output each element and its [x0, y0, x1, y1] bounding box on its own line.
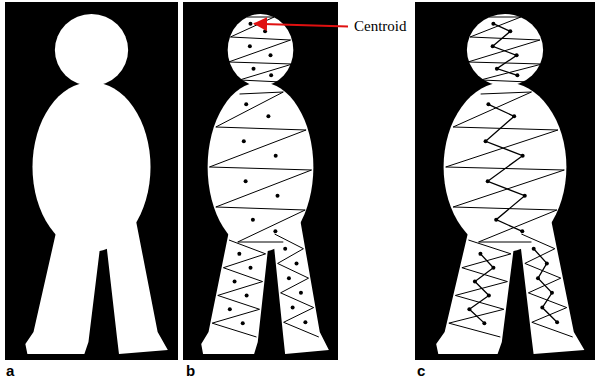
leader-arrow	[254, 24, 348, 27]
triangulation-line	[275, 234, 319, 337]
centroid-dot	[287, 276, 291, 280]
centroid-dot	[555, 320, 559, 324]
centroid-dot	[274, 154, 278, 158]
centroid-dot	[228, 307, 232, 311]
centroid-dot	[484, 139, 488, 143]
centroid-dot	[244, 179, 248, 183]
centroid-link	[493, 24, 518, 76]
centroid-dot	[249, 266, 253, 270]
triangulation-line	[468, 17, 542, 82]
centroid-dot	[520, 229, 524, 233]
silhouette-panel	[5, 2, 178, 360]
centroid-dot	[299, 291, 303, 295]
triangulation-line	[521, 234, 572, 337]
centroid-dot	[244, 102, 248, 106]
centroid-dot	[486, 102, 490, 106]
triangulation-line	[212, 240, 265, 337]
centroid-dot	[491, 44, 495, 48]
centroid-dot	[532, 247, 536, 251]
centroid-dot	[251, 218, 255, 222]
silhouette-panel	[415, 2, 595, 360]
centroid-dot	[291, 306, 295, 310]
centroid-dot	[237, 252, 241, 256]
human-silhouette	[25, 14, 167, 354]
panel-background	[5, 2, 178, 360]
centroid-dot	[266, 114, 270, 118]
centroid-dot	[248, 44, 252, 48]
human-silhouette	[201, 14, 329, 354]
centroid-dot	[491, 22, 495, 26]
centroid-dot	[508, 29, 512, 33]
triangulation-line	[446, 92, 565, 242]
head-shape	[55, 14, 128, 86]
centroid-dot	[486, 179, 490, 183]
centroid-dot	[515, 53, 519, 57]
centroid-dot	[545, 261, 549, 265]
centroid-dot	[515, 73, 519, 77]
centroid-dot	[540, 306, 544, 310]
centroid-link	[469, 254, 493, 323]
callout-label: Centroid	[352, 18, 409, 35]
silhouette-panel	[183, 2, 338, 360]
triangulation-line	[229, 17, 293, 82]
centroid-dot	[252, 67, 256, 71]
human-silhouette	[436, 14, 584, 354]
leg-shape	[436, 224, 515, 354]
centroid-dot	[482, 321, 486, 325]
leg-shape	[272, 217, 329, 354]
leg-shape	[201, 224, 269, 354]
panel-letter: c	[417, 363, 425, 378]
centroid-dot	[550, 291, 554, 295]
centroid-dot	[523, 194, 527, 198]
centroid-dot	[242, 139, 246, 143]
triangulation-line	[449, 240, 511, 337]
centroid-dot	[303, 320, 307, 324]
centroid-dot	[494, 218, 498, 222]
head-shape	[467, 14, 543, 86]
centroid-dot	[241, 321, 245, 325]
centroid-dot	[248, 22, 252, 26]
centroid-dot	[245, 293, 249, 297]
centroid-link	[486, 104, 525, 231]
centroid-dot	[269, 53, 273, 57]
centroid-dot	[491, 266, 495, 270]
centroid-link	[534, 249, 557, 323]
centroid-dot	[495, 67, 499, 71]
centroid-dot	[467, 307, 471, 311]
centroid-dot	[233, 280, 237, 284]
centroid-dot	[487, 293, 491, 297]
leg-shape	[519, 217, 585, 354]
panel-background	[415, 2, 595, 360]
centroid-dot	[276, 194, 280, 198]
centroid-dot	[478, 252, 482, 256]
panel-letter: b	[186, 363, 195, 378]
centroid-dot	[273, 229, 277, 233]
centroid-dot	[263, 29, 267, 33]
leg-shape	[105, 217, 168, 354]
centroid-dot	[536, 276, 540, 280]
centroid-dot	[283, 247, 287, 251]
centroid-dot	[521, 154, 525, 158]
triangulation-line	[209, 92, 311, 242]
centroid-dot	[473, 280, 477, 284]
panel-letter: a	[6, 363, 14, 378]
centroid-dot	[295, 261, 299, 265]
centroid-dot	[512, 114, 516, 118]
centroid-dot	[269, 73, 273, 77]
leg-shape	[25, 224, 101, 354]
panel-background	[183, 2, 338, 360]
